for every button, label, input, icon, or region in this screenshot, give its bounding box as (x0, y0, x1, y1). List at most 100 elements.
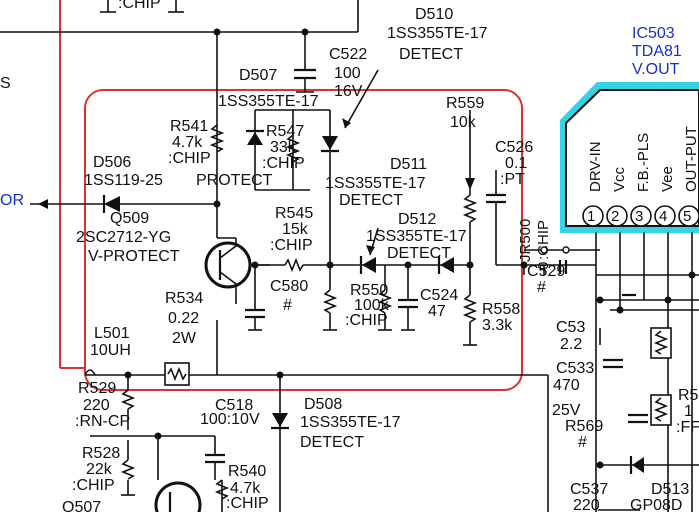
right-network (595, 232, 699, 512)
ic-pin-1: 1 (582, 205, 604, 227)
d512-part: 1SS355TE-17 (366, 228, 467, 245)
d510-role: DETECT (399, 46, 463, 63)
d512-ref: D512 (398, 211, 436, 228)
ic-pin-4-number: 4 (659, 208, 667, 225)
ic-pin-4: 4 (654, 205, 676, 227)
c53x-ref: C53 (556, 319, 585, 336)
d510-part: 1SS355TE-17 (387, 25, 488, 42)
r529-pkg: :RN-CP (75, 413, 130, 430)
r550-ref: R550 (350, 282, 388, 299)
l501-value: 10UH (90, 342, 131, 359)
d508-diode (271, 375, 289, 512)
r545-ref: R545 (275, 205, 313, 222)
c533-value: 470 (553, 377, 580, 394)
r529-value: 220 (83, 397, 110, 414)
protect-rail (254, 109, 331, 265)
r5x-ref: R5 (678, 387, 699, 404)
r547-ref: R547 (266, 123, 304, 140)
c526-capacitor (486, 170, 600, 275)
r550-pkg: :CHIP (345, 312, 388, 329)
r550-value: 100k (354, 297, 390, 314)
q509-part: 2SC2712-YG (76, 229, 171, 246)
r545-pkg: :CHIP (270, 237, 313, 254)
r558-ref: R558 (482, 301, 520, 318)
d506-part: 1SS119-25 (84, 172, 163, 189)
left-fragment-or: OR (0, 192, 24, 209)
r547-value: 33k (270, 139, 297, 156)
c526-ref: C526 (495, 139, 533, 156)
c522-capacitor (294, 68, 316, 93)
ic-pin-1-number: 1 (587, 208, 595, 225)
r534-value: 0.22 (168, 310, 199, 327)
r541-value: 4.7k (172, 134, 203, 151)
d507-part: 1SS355TE-17 (218, 93, 319, 110)
r559-value: 10k (450, 114, 477, 131)
d508-role: DETECT (300, 434, 364, 451)
q507-ref: Q507 (62, 499, 101, 512)
ic-pin-5: 5 (678, 205, 699, 227)
r540-value: 4.7k (230, 480, 261, 497)
r5x-value: 1 (684, 403, 693, 420)
c526-value: 0.1 (505, 155, 527, 172)
ic-pin-5-number: 5 (683, 208, 691, 225)
d506-diode (30, 195, 221, 213)
d508-ref: D508 (304, 396, 342, 413)
protection-circuit-highlight (84, 89, 523, 391)
jr500-pkg: :CHIP (535, 220, 552, 260)
c533-rating: 25V (552, 402, 581, 419)
r529-ref: R529 (78, 380, 116, 397)
q509-transistor (204, 237, 270, 300)
ic-pin-1-label: DRV-IN (587, 141, 604, 192)
r541-resistor (209, 124, 225, 153)
l501-ref: L501 (94, 325, 130, 342)
r528-pkg: :CHIP (72, 477, 115, 494)
c529-capacitor (523, 260, 568, 275)
d507-ref: D507 (239, 67, 277, 84)
r545-value: 15k (282, 221, 309, 238)
jr500-value: 0 (535, 262, 552, 270)
ic-pin-4-label: Vee (659, 166, 676, 192)
r534-ref: R534 (165, 290, 203, 307)
c522-rating: 16V (334, 83, 363, 100)
d510-ref: D510 (415, 6, 453, 23)
d508-part: 1SS355TE-17 (300, 414, 401, 431)
c580-value: # (283, 297, 292, 314)
r534-rating: 2W (172, 330, 197, 347)
r569-ref: R569 (565, 418, 603, 435)
c522-ref: C522 (329, 46, 367, 63)
c518-ref: C518 (215, 397, 253, 414)
c537-ref: C537 (570, 481, 608, 498)
q509-role: V-PROTECT (88, 248, 180, 265)
ic-pin-3-label: F.B.-PLS (635, 133, 652, 192)
bottom-rail (85, 320, 549, 512)
left-fragment-s: S (0, 75, 11, 92)
c524-value: 47 (428, 303, 446, 320)
r547-resistor (285, 134, 301, 163)
ic-pin-2: 2 (606, 205, 628, 227)
l501-inductor (84, 362, 190, 386)
ic-pin-2-number: 2 (611, 208, 619, 225)
detect-node (377, 261, 418, 331)
r540-pkg: :CHIP (226, 495, 269, 512)
base-network (245, 257, 350, 331)
lower-left-network (90, 375, 230, 512)
d510-diode (321, 136, 339, 153)
d507-diode (246, 129, 264, 145)
ic-pin-3-number: 3 (635, 208, 643, 225)
d510-pointer-arrow (344, 69, 379, 129)
ic503-name: IC503 (632, 25, 675, 42)
r541-pkg: :CHIP (168, 150, 211, 167)
d513-part: GP08D (630, 497, 682, 512)
top-chip-label: :CHIP (118, 0, 161, 12)
c524-ref: C524 (420, 287, 458, 304)
r559-ref: R559 (446, 95, 484, 112)
ic503-package (560, 82, 699, 233)
ic-pin-5-label: OUT-PUT (683, 126, 699, 192)
c53x-value: 2.2 (560, 336, 582, 353)
c533-ref: C533 (556, 360, 594, 377)
d506-role: PROTECT (196, 172, 273, 189)
r558-value: 3.3k (482, 317, 513, 334)
